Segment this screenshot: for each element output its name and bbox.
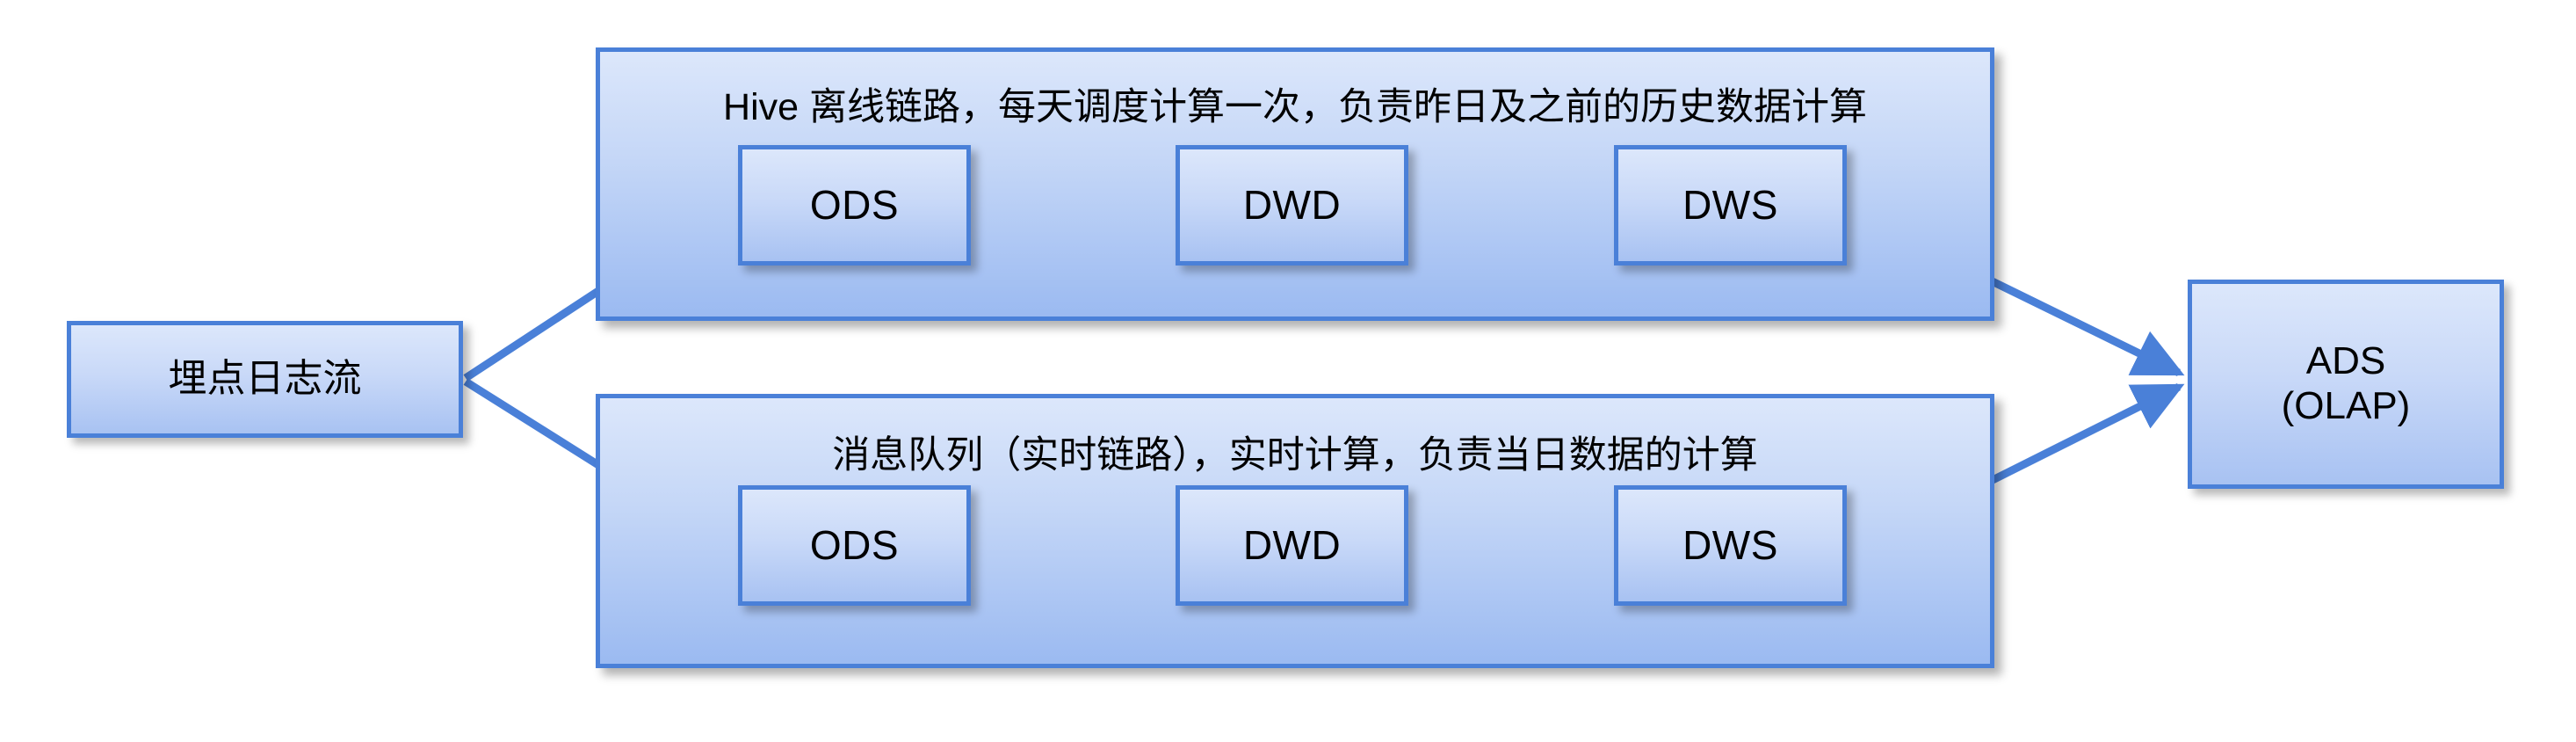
lane-offline-title: Hive 离线链路，每天调度计算一次，负责昨日及之前的历史数据计算 — [723, 86, 1867, 128]
node-realtime-dws[interactable]: DWS — [1614, 485, 1847, 606]
lane-realtime-title: 消息队列（实时链路），实时计算，负责当日数据的计算 — [832, 434, 1758, 476]
node-ads-label: ADS (OLAP) — [2281, 339, 2411, 427]
node-offline-ods-label: ODS — [809, 182, 900, 229]
node-realtime-ods[interactable]: ODS — [738, 485, 971, 606]
node-offline-dws-label: DWS — [1682, 182, 1778, 229]
node-offline-ods[interactable]: ODS — [738, 145, 971, 266]
node-offline-dwd[interactable]: DWD — [1176, 145, 1408, 266]
node-realtime-dwd-label: DWD — [1242, 522, 1342, 569]
node-ads[interactable]: ADS (OLAP) — [2188, 280, 2504, 489]
node-offline-dws[interactable]: DWS — [1614, 145, 1847, 266]
node-source[interactable]: 埋点日志流 — [67, 321, 463, 438]
node-realtime-dws-label: DWS — [1682, 522, 1778, 569]
node-offline-dwd-label: DWD — [1242, 182, 1342, 229]
node-realtime-dwd[interactable]: DWD — [1176, 485, 1408, 606]
node-source-label: 埋点日志流 — [168, 357, 362, 401]
node-realtime-ods-label: ODS — [809, 522, 900, 569]
